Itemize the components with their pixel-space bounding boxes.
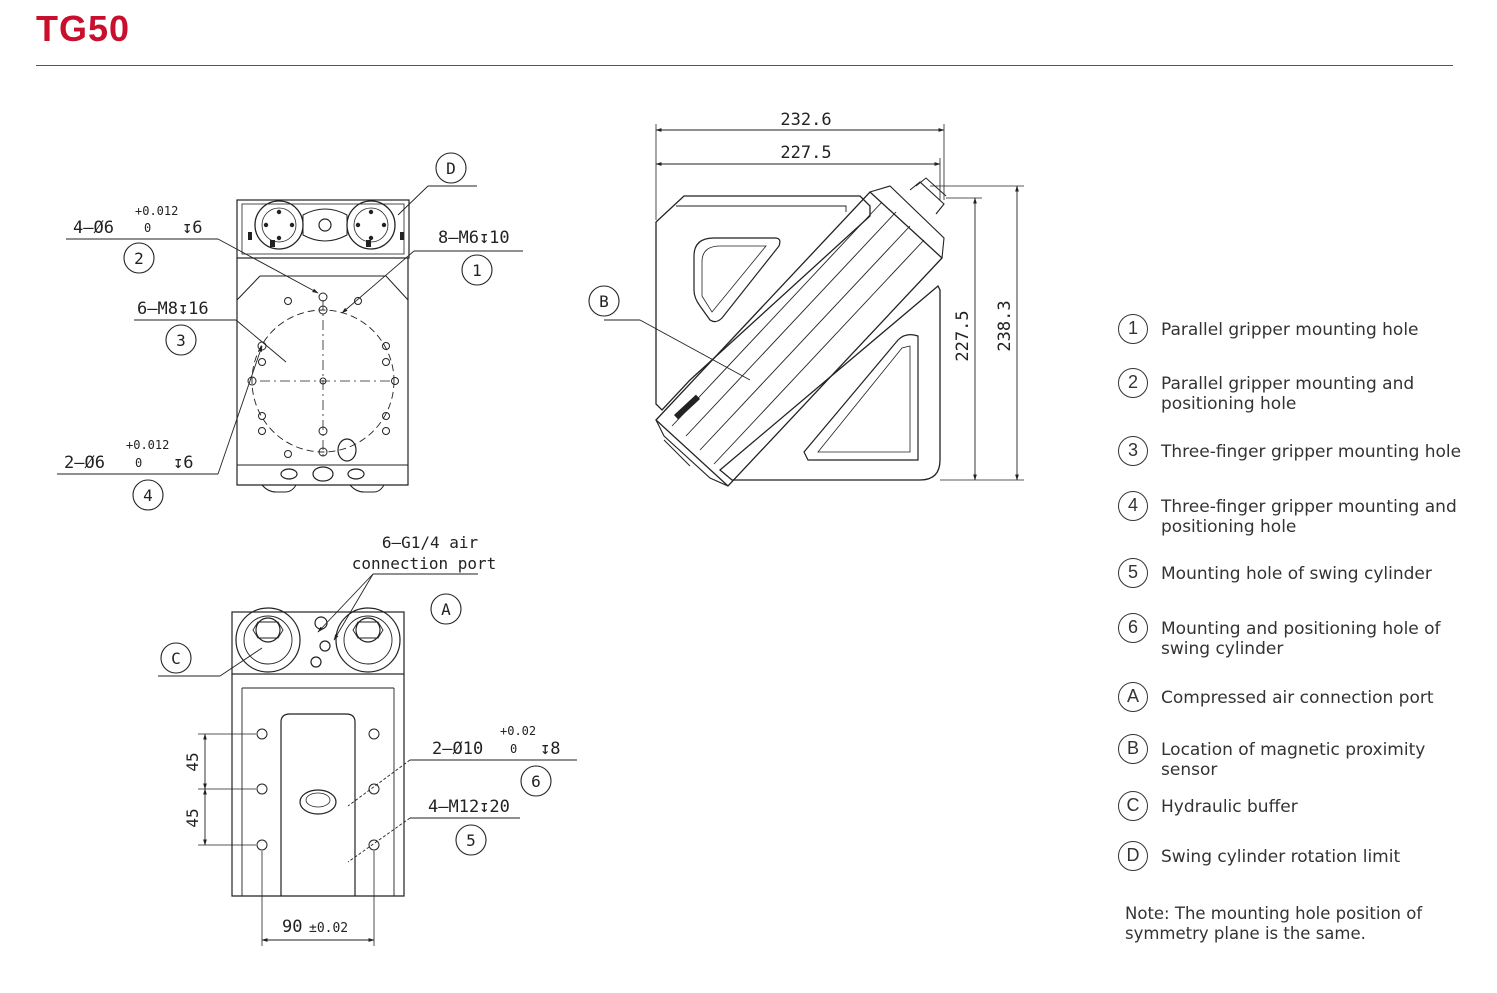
front-dim-4-lower: 0 — [135, 456, 142, 470]
legend-label: Hydraulic buffer — [1161, 797, 1298, 817]
front-dim-4: 2–Ø6 +0.012 0 ↧6 — [64, 438, 193, 473]
callout-5-label: 5 — [466, 831, 476, 850]
legend-item-5: 5 Mounting hole of swing cylinder — [1118, 558, 1481, 588]
callout-A-label: A — [441, 600, 451, 619]
bottom-view — [158, 573, 577, 946]
front-dim-4-upper: +0.012 — [126, 438, 169, 452]
front-dim-3: 6–M8↧16 — [137, 299, 209, 319]
legend-mark: C — [1118, 791, 1148, 821]
front-dim-2-lower: 0 — [144, 221, 151, 235]
side-dim-w1-text: 232.6 — [780, 110, 831, 130]
legend-item-1: 1 Parallel gripper mounting hole — [1118, 314, 1481, 344]
bottom-dim-5: 4–M12↧20 — [428, 797, 510, 817]
legend-item-A: A Compressed air connection port — [1118, 682, 1481, 712]
front-view — [57, 185, 523, 493]
callout-4-label: 4 — [143, 486, 153, 505]
legend-item-3: 3 Three-finger gripper mounting hole — [1118, 436, 1481, 466]
callout-6-label: 6 — [531, 772, 541, 791]
front-dim-3-text: 6–M8↧16 — [137, 299, 209, 319]
legend-mark: 3 — [1118, 436, 1148, 466]
front-dim-2-depth: ↧6 — [182, 218, 202, 238]
side-dim-h1-text: 227.5 — [953, 310, 973, 361]
bottom-dim-vertical-1: 45 — [183, 752, 202, 771]
symmetry-note: Note: The mounting hole position of symm… — [1125, 904, 1423, 943]
bottom-dim-vertical-2: 45 — [183, 808, 202, 827]
legend-label: Mounting and positioning hole of swing c… — [1161, 619, 1441, 659]
bottom-dim-width: 90 ±0.02 — [282, 917, 348, 937]
legend-label: Mounting hole of swing cylinder — [1161, 564, 1432, 584]
front-dim-4-text: 2–Ø6 — [64, 453, 105, 473]
legend-item-2: 2 Parallel gripper mounting and position… — [1118, 368, 1481, 414]
callout-5: 5 — [455, 824, 487, 856]
callout-D-label: D — [446, 159, 456, 178]
legend-item-D: D Swing cylinder rotation limit — [1118, 841, 1481, 871]
bottom-dim-w-tol: ±0.02 — [309, 921, 348, 936]
bottom-dim-6-lower: 0 — [510, 742, 517, 756]
callout-B: B — [588, 285, 620, 317]
legend-item-6: 6 Mounting and positioning hole of swing… — [1118, 613, 1481, 659]
callout-2-label: 2 — [134, 249, 144, 268]
legend-item-C: C Hydraulic buffer — [1118, 791, 1481, 821]
bottom-air-port-label: 6–G1/4 air connection port — [352, 533, 497, 573]
legend-label: Three-finger gripper mounting hole — [1161, 442, 1462, 462]
callout-3-label: 3 — [176, 331, 186, 350]
legend-mark: A — [1118, 682, 1148, 712]
side-dim-height-2: 238.3 — [995, 300, 1015, 351]
legend-label: Location of magnetic proximity sensor — [1161, 740, 1426, 780]
bottom-dim-6: 2–Ø10 +0.02 0 ↧8 — [432, 724, 560, 759]
front-dim-2-upper: +0.012 — [135, 204, 178, 218]
callout-C: C — [160, 642, 192, 674]
legend-item-4: 4 Three-finger gripper mounting and posi… — [1118, 491, 1481, 537]
callout-C-label: C — [171, 649, 181, 668]
bottom-dim-v2-text: 45 — [183, 808, 202, 827]
callout-4: 4 — [132, 479, 164, 511]
bottom-dim-6-upper: +0.02 — [500, 724, 536, 738]
air-port-line2: connection port — [352, 554, 497, 573]
front-dim-2: 4–Ø6 +0.012 0 ↧6 — [73, 204, 202, 238]
legend-label: Compressed air connection port — [1161, 688, 1434, 708]
legend-label: Three-finger gripper mounting and positi… — [1161, 497, 1457, 537]
legend-mark: D — [1118, 841, 1148, 871]
side-dim-h2-text: 238.3 — [995, 300, 1015, 351]
side-view — [604, 124, 1024, 487]
legend-mark: 6 — [1118, 613, 1148, 643]
legend-mark: 5 — [1118, 558, 1148, 588]
legend-item-B: B Location of magnetic proximity sensor — [1118, 734, 1481, 780]
air-port-line1: 6–G1/4 air — [382, 533, 479, 552]
callout-A: A — [430, 593, 462, 625]
callout-6: 6 — [520, 765, 552, 797]
legend-mark: 4 — [1118, 491, 1148, 521]
callout-D: D — [435, 152, 467, 184]
side-dim-height-1: 227.5 — [953, 310, 973, 361]
bottom-dim-v1-text: 45 — [183, 752, 202, 771]
callout-1-label: 1 — [472, 261, 482, 280]
callout-3: 3 — [165, 324, 197, 356]
callout-B-label: B — [599, 292, 609, 311]
title-divider — [36, 65, 1453, 66]
front-dim-4-depth: ↧6 — [173, 453, 193, 473]
side-dim-w2-text: 227.5 — [780, 143, 831, 163]
side-dim-width-1: 232.6 — [780, 110, 831, 130]
legend-mark: 2 — [1118, 368, 1148, 398]
front-dim-2-text: 4–Ø6 — [73, 218, 114, 238]
legend-label: Parallel gripper mounting hole — [1161, 320, 1419, 340]
front-dim-1-text: 8–M6↧10 — [438, 228, 510, 248]
callout-1: 1 — [461, 254, 493, 286]
legend-label: Parallel gripper mounting and positionin… — [1161, 374, 1415, 414]
side-dim-width-2: 227.5 — [780, 143, 831, 163]
bottom-dim-w-text: 90 — [282, 917, 302, 937]
bottom-dim-6-text: 2–Ø10 — [432, 739, 483, 759]
legend-label: Swing cylinder rotation limit — [1161, 847, 1401, 867]
callout-2: 2 — [123, 242, 155, 274]
legend-mark: 1 — [1118, 314, 1148, 344]
bottom-dim-6-depth: ↧8 — [540, 739, 560, 759]
page-title: TG50 — [36, 8, 131, 49]
legend-mark: B — [1118, 734, 1148, 764]
front-dim-1: 8–M6↧10 — [438, 228, 510, 248]
bottom-dim-5-text: 4–M12↧20 — [428, 797, 510, 817]
